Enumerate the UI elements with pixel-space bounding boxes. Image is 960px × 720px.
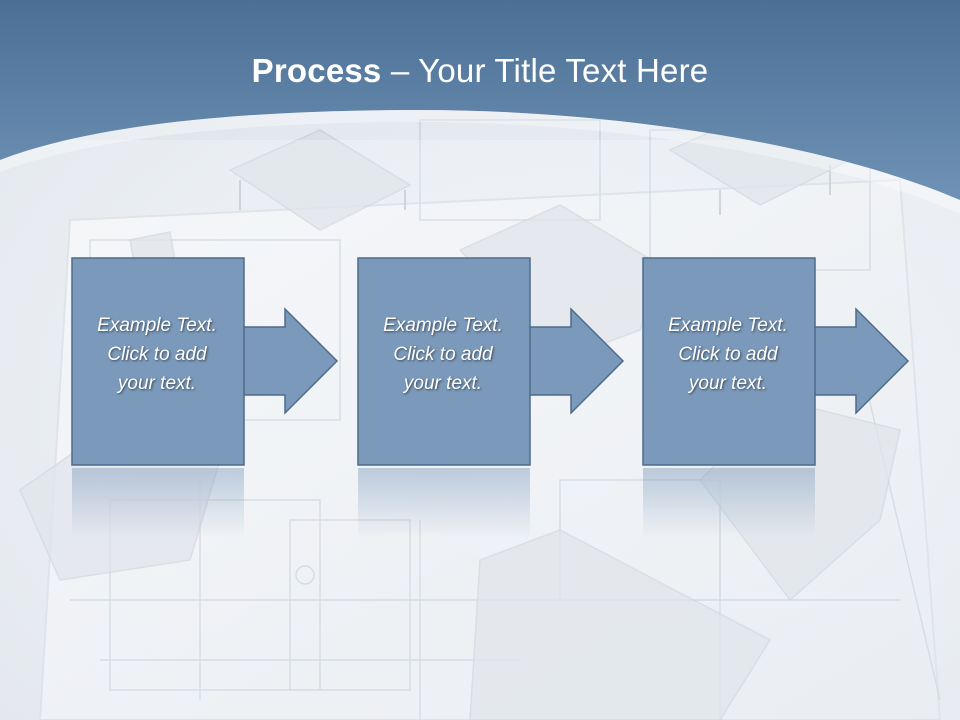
step-arrow-shape xyxy=(71,257,339,466)
title-rest: – Your Title Text Here xyxy=(381,52,709,89)
step-reflection-2 xyxy=(358,468,530,538)
step-text[interactable]: Example Text. Click to add your text. xyxy=(668,315,788,394)
title-bold: Process xyxy=(251,52,382,89)
step-reflection-3 xyxy=(643,468,815,538)
step-text[interactable]: Example Text. Click to add your text. xyxy=(97,315,217,394)
process-step-3[interactable]: Example Text. Click to add your text. xyxy=(642,257,914,467)
slide-title[interactable]: Process – Your Title Text Here xyxy=(0,52,960,90)
step-arrow-shape xyxy=(357,257,625,466)
step-reflection-1 xyxy=(72,468,244,538)
step-arrow-shape xyxy=(642,257,910,466)
process-step-1[interactable]: Example Text. Click to add your text. xyxy=(71,257,343,467)
process-step-2[interactable]: Example Text. Click to add your text. xyxy=(357,257,629,467)
step-text[interactable]: Example Text. Click to add your text. xyxy=(383,315,503,394)
